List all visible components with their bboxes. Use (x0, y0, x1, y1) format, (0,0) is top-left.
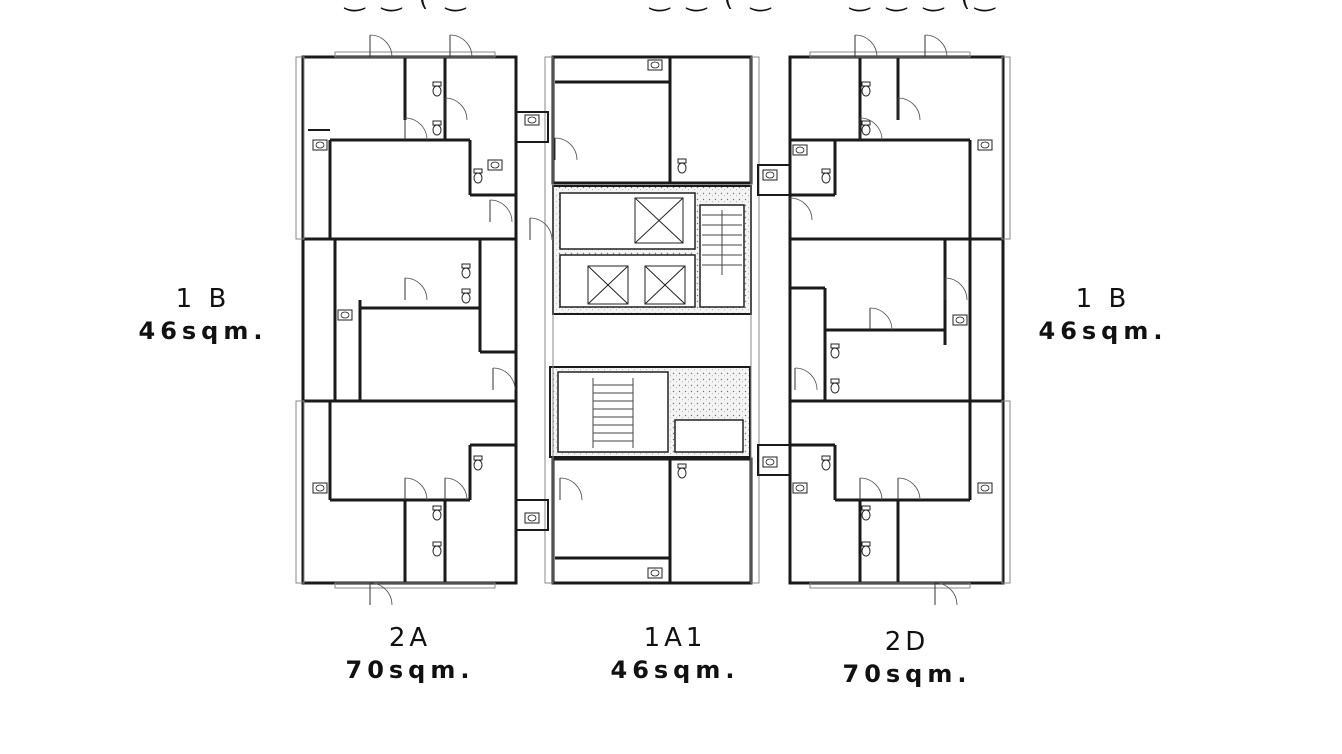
elevator-shaft (587, 197, 686, 305)
unit-code: 1 B (175, 284, 231, 314)
unit-area: 46sqm. (138, 317, 268, 345)
unit-top-center (551, 55, 753, 185)
stair-lower (592, 378, 634, 448)
unit-bottom-center (551, 457, 753, 585)
unit-bottom-left (301, 399, 518, 585)
unit-area: 70sqm. (345, 656, 475, 684)
top-cutoff-fragment: ‿ ‿ ( ‿ (650, 0, 775, 12)
building-core (549, 185, 752, 458)
top-cutoff-fragment: ‿ ‿ ( ‿ (345, 0, 470, 12)
unit-code: 2D (884, 627, 930, 657)
unit-mid-right (788, 237, 1005, 403)
wall-outlines (301, 55, 1005, 585)
unit-label-bottom-left: 2A 70sqm. (325, 622, 495, 686)
top-cutoff-fragment: ‿ ‿ ‿ (‿ (850, 0, 999, 12)
window-frames (295, 51, 1011, 589)
corridor-connectors (515, 111, 791, 531)
unit-bottom-right (788, 399, 1005, 585)
unit-code: 1A1 (643, 623, 707, 653)
unit-code: 1 B (1075, 284, 1131, 314)
stair-upper (702, 210, 742, 275)
unit-area: 46sqm. (610, 656, 740, 684)
unit-code: 2A (388, 623, 432, 653)
unit-label-bottom-center: 1A1 46sqm. (590, 622, 760, 686)
unit-area: 70sqm. (842, 660, 972, 688)
unit-label-bottom-right: 2D 70sqm. (822, 626, 992, 690)
unit-top-left (301, 55, 518, 241)
unit-label-right: 1 B 46sqm. (1018, 283, 1188, 347)
unit-top-right (788, 55, 1005, 241)
unit-label-left: 1 B 46sqm. (118, 283, 288, 347)
unit-area: 46sqm. (1038, 317, 1168, 345)
unit-mid-left (301, 237, 518, 403)
